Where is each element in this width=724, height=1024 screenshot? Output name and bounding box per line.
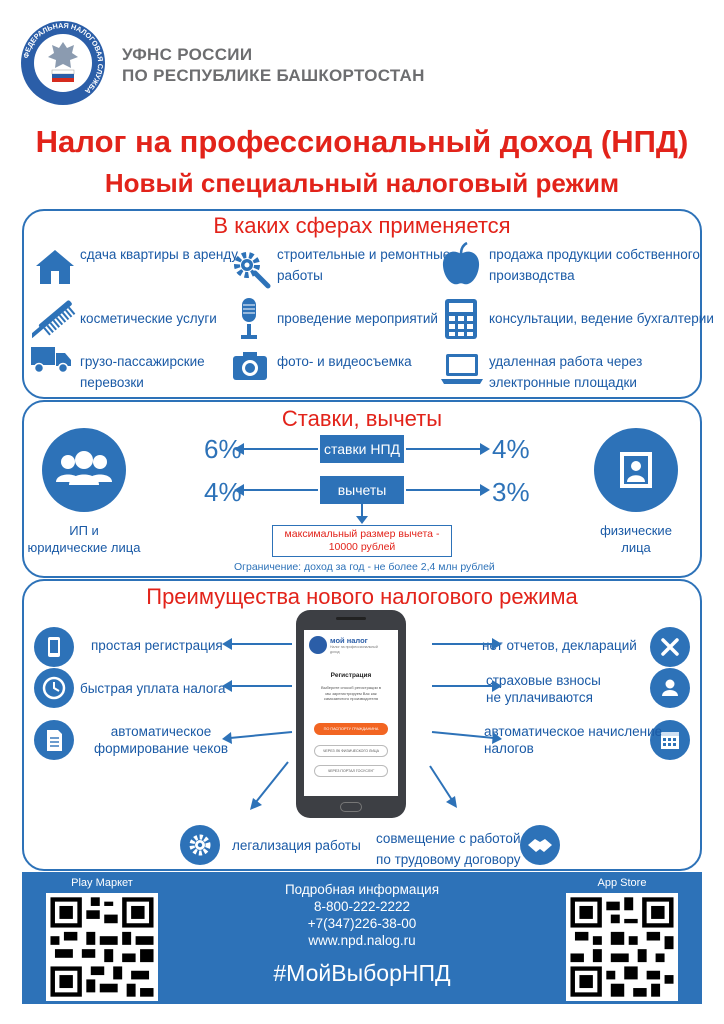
page-title: Налог на профессиональный доход (НПД) xyxy=(35,124,689,159)
spheres-title: В каких сферах применяется xyxy=(24,213,700,239)
npd-rates-label: ставки НПД xyxy=(320,435,404,463)
phone-icon xyxy=(48,637,60,657)
microphone-icon xyxy=(241,298,257,339)
hashtag: #МойВыборНПД xyxy=(273,960,451,986)
rate-individual-value: 4% xyxy=(492,434,530,464)
close-icon xyxy=(661,638,679,656)
adv-legalization: легализация работы xyxy=(232,838,361,853)
handshake-circle xyxy=(520,825,560,865)
user-shield-icon xyxy=(662,679,678,696)
apple-icon xyxy=(442,242,480,285)
clock-circle xyxy=(34,668,74,708)
deduction-legal-value: 4% xyxy=(204,477,242,507)
app-store-label: App Store xyxy=(597,877,647,889)
rates-arrows xyxy=(234,443,490,496)
org-name-line1: УФНС РОССИИ xyxy=(122,45,253,64)
calculator-icon xyxy=(445,299,477,339)
sphere-item-5: проведение мероприятий xyxy=(277,311,438,326)
truck-icon xyxy=(31,347,71,374)
app-logo-icon xyxy=(309,636,327,654)
gear-circle xyxy=(180,825,220,865)
app-store-qr[interactable] xyxy=(566,893,678,1001)
passport-registration-button[interactable]: ПО ПАСПОРТУ ГРАЖДАНИНА xyxy=(314,723,388,735)
person-card-icon xyxy=(620,452,652,488)
house-icon xyxy=(36,250,74,284)
gosuslugi-button[interactable]: ЧЕРЕЗ ПОРТАЛ ГОСУСЛУГ xyxy=(314,765,388,777)
individual-circle xyxy=(594,428,678,512)
advantage-arrows xyxy=(222,638,502,810)
user-shield-circle xyxy=(650,668,690,708)
sphere-item-6: консультации, ведение бухгалтерии xyxy=(489,311,714,326)
phone-home-button xyxy=(340,802,362,812)
laptop-icon xyxy=(441,354,483,384)
advantages-title: Преимущества нового налогового режима xyxy=(24,584,700,610)
phone-circle xyxy=(34,627,74,667)
page-subtitle: Новый специальный налоговый режим xyxy=(104,168,620,198)
sphere-item-1: сдача квартиры в аренду xyxy=(80,247,238,262)
receipt-circle xyxy=(34,720,74,760)
phone-speaker xyxy=(336,617,366,620)
clock-icon xyxy=(42,676,66,700)
rates-title: Ставки, вычеты xyxy=(24,406,700,432)
personal-account-button[interactable]: ЧЕРЕЗ ЛК ФИЗИЧЕСКОГО ЛИЦА xyxy=(314,745,388,757)
adv-no-reports: нет отчетов, деклараций xyxy=(482,638,637,653)
down-arrow-icon xyxy=(356,503,368,524)
close-circle xyxy=(650,627,690,667)
gears-icon xyxy=(234,252,271,289)
gear-icon xyxy=(189,834,211,856)
qr-code-icon xyxy=(570,897,674,997)
local-phone[interactable]: +7(347)226-38-00 xyxy=(307,916,417,931)
income-limit-note: Ограничение: доход за год - не более 2,4… xyxy=(234,561,495,573)
calendar-circle xyxy=(650,720,690,760)
info-title: Подробная информация xyxy=(284,882,440,897)
camera-icon xyxy=(233,352,267,380)
deduction-individual-value: 3% xyxy=(492,477,530,507)
play-market-label: Play Маркет xyxy=(71,877,133,889)
phone-heading: Регистрация xyxy=(330,672,372,679)
website-link[interactable]: www.npd.nalog.ru xyxy=(308,933,416,948)
adv-fast-payment: быстрая уплата налога xyxy=(80,681,226,696)
app-name: мой налог xyxy=(330,636,368,645)
contact-info: Подробная информация 8-800-222-2222 +7(3… xyxy=(212,881,512,949)
users-icon xyxy=(56,451,112,485)
handshake-icon xyxy=(528,839,552,852)
sphere-item-8: фото- и видеосъемка xyxy=(277,354,412,369)
calendar-icon xyxy=(661,732,679,749)
hotline-phone[interactable]: 8-800-222-2222 xyxy=(313,899,411,914)
receipt-icon xyxy=(47,730,62,751)
org-name-line2: ПО РЕСПУБЛИКЕ БАШКОРТОСТАН xyxy=(122,66,425,85)
sphere-item-4: косметические услуги xyxy=(80,311,217,326)
deductions-label: вычеты xyxy=(320,476,404,504)
spheres-panel: В каких сферах применяется xyxy=(22,209,702,399)
qr-code-icon xyxy=(50,897,154,997)
play-market-qr[interactable] xyxy=(46,893,158,1001)
comb-icon xyxy=(32,300,76,339)
max-deduction-box: максимальный размер вычета -10000 рублей xyxy=(272,525,452,557)
adv-simple-registration: простая регистрация xyxy=(91,638,223,653)
fns-emblem-logo: ФЕДЕРАЛЬНАЯ НАЛОГОВАЯ СЛУЖБА xyxy=(21,21,105,105)
group-users-circle xyxy=(42,428,126,512)
